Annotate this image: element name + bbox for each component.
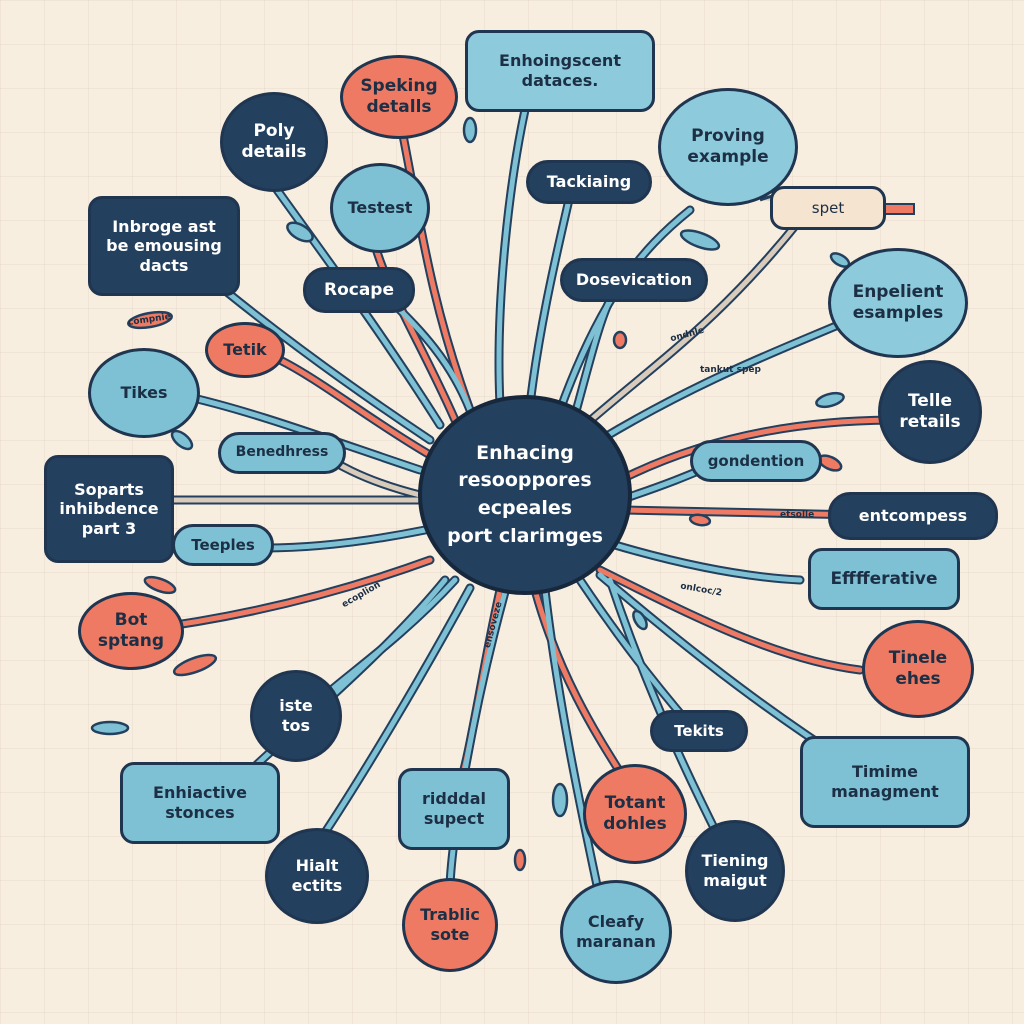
- node-rocape[interactable]: Rocape: [303, 267, 415, 313]
- node-tikes[interactable]: Tikes: [88, 348, 200, 438]
- node-dosevication[interactable]: Dosevication: [560, 258, 708, 302]
- node-iste-tos[interactable]: iste tos: [250, 670, 342, 762]
- node-totant-dohles[interactable]: Totant dohles: [583, 764, 687, 864]
- node-bot-sptang[interactable]: Bot sptang: [78, 592, 184, 670]
- central-topic: Enhacing resooppores ecpeales port clari…: [418, 395, 632, 595]
- node-spet[interactable]: spet: [770, 186, 886, 230]
- central-topic-label: Enhacing resooppores ecpeales port clari…: [447, 441, 603, 547]
- node-telle-retails[interactable]: Telle retails: [878, 360, 982, 464]
- node-ridddal-supect[interactable]: ridddal supect: [398, 768, 510, 850]
- node-soparts[interactable]: Soparts inhibdence part 3: [44, 455, 174, 563]
- node-tinele-ehes[interactable]: Tinele ehes: [862, 620, 974, 718]
- branch-label-tankut-spep: tankut spep: [700, 365, 761, 375]
- branch-label-etsolle: etsolle: [780, 510, 815, 520]
- node-tekits[interactable]: Tekits: [650, 710, 748, 752]
- node-enpelient-examples[interactable]: Enpelient esamples: [828, 248, 968, 358]
- node-tackling[interactable]: Tackiaing: [526, 160, 652, 204]
- node-hialt-ectits[interactable]: Hialt ectits: [265, 828, 369, 924]
- node-gondention[interactable]: gondention: [690, 440, 822, 482]
- node-inbroge[interactable]: Inbroge ast be emousing dacts: [88, 196, 240, 296]
- node-trablic-sote[interactable]: Trablic sote: [402, 878, 498, 972]
- node-tiening-maigut[interactable]: Tiening maigut: [685, 820, 785, 922]
- node-tetik[interactable]: Tetik: [205, 322, 285, 378]
- node-enhiactive-stonces[interactable]: Enhiactive stonces: [120, 762, 280, 844]
- node-timime-management[interactable]: Timime managment: [800, 736, 970, 828]
- node-proving-example[interactable]: Proving example: [658, 88, 798, 206]
- node-poly-details[interactable]: Poly details: [220, 92, 328, 192]
- node-speaking-details[interactable]: Speking detalls: [340, 55, 458, 139]
- node-testest[interactable]: Testest: [330, 163, 430, 253]
- node-effferative[interactable]: Efffferative: [808, 548, 960, 610]
- node-entcompess[interactable]: entcompess: [828, 492, 998, 540]
- node-enhancing-detail[interactable]: Enhoingscent dataces.: [465, 30, 655, 112]
- node-benedhress[interactable]: Benedhress: [218, 432, 346, 474]
- node-cleafy-maranan[interactable]: Cleafy maranan: [560, 880, 672, 984]
- node-teeples[interactable]: Teeples: [172, 524, 274, 566]
